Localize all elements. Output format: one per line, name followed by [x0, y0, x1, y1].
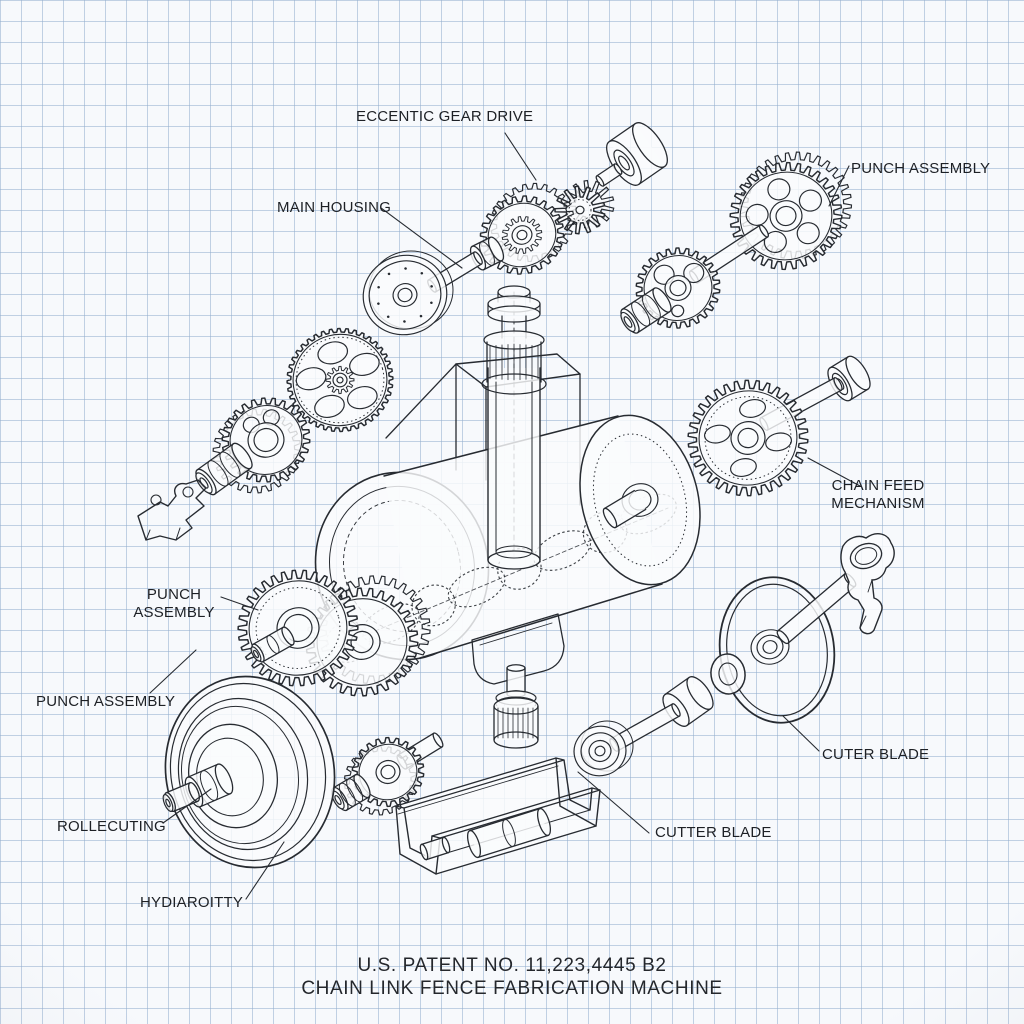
label-punch-mid-line2: ASSEMBLY	[133, 604, 215, 621]
label-main-housing: MAIN HOUSING	[277, 199, 392, 216]
channel-block	[419, 836, 451, 861]
large-holed-gear	[729, 151, 853, 271]
spoked-wheel	[286, 327, 394, 433]
helical-gear-pair	[212, 397, 311, 494]
pulley-shaft-cap	[162, 793, 174, 813]
stub-shaft	[595, 163, 623, 187]
chain-feed-gear-assembly	[687, 355, 871, 497]
flanged-disc	[362, 254, 448, 336]
label-chain-feed-line1: CHAIN FEED	[831, 477, 925, 494]
chain-feed-gear	[687, 379, 809, 497]
punch-assembly-gear-top-right	[620, 151, 853, 334]
label-punch-assembly-top-right: PUNCH ASSEMBLY	[851, 160, 991, 177]
top-shaft-stack	[481, 285, 547, 395]
label-hydraulic: HYDIAROITTY	[140, 894, 244, 911]
vertical-bore	[487, 291, 541, 570]
label-punch-assembly-mid-left: PUNCH ASSEMBLY	[126, 586, 222, 622]
bottom-gear-bearing	[331, 732, 444, 816]
label-cutter-blade-center: CUTTER BLADE	[655, 824, 772, 841]
ring-shaft	[776, 572, 857, 645]
lower-punch-stack	[471, 613, 565, 749]
cutter-channel	[395, 757, 601, 875]
patent-title-line: CHAIN LINK FENCE FABRICATION MACHINE	[301, 978, 723, 999]
clamp-bracket	[137, 479, 207, 541]
channel-roller	[466, 807, 552, 859]
eccentric-gear-drive-assembly	[362, 122, 668, 336]
label-cutter-blade-right: CUTER BLADE	[822, 746, 930, 763]
cutter-ring-assembly	[710, 532, 895, 724]
drum-end-disc	[579, 414, 701, 586]
label-punch-mid-line1: PUNCH	[146, 586, 202, 603]
label-punch-assembly-lower-left: PUNCH ASSEMBLY	[36, 693, 176, 710]
washer-bearing	[573, 725, 627, 777]
cutter-shaft-bearing	[573, 676, 714, 777]
label-roller-cutting: ROLLECUTING	[57, 818, 166, 835]
end-bearing	[827, 355, 871, 402]
front-hub-cap	[250, 646, 262, 662]
spiky-sprocket	[554, 179, 615, 235]
drum-front-gears	[237, 569, 431, 697]
patent-number-line: U.S. PATENT NO. 11,223,4445 B2	[357, 955, 667, 976]
hub-end-cap	[620, 311, 636, 333]
leader-lines	[149, 132, 861, 900]
label-eccentric-gear-drive: ECCENTIC GEAR DRIVE	[356, 108, 534, 125]
roller-pulley	[162, 675, 336, 869]
label-chain-feed-mechanism: CHAIN FEED MECHANISM	[818, 477, 938, 513]
disc-stub	[602, 489, 647, 529]
label-chain-feed-line2: MECHANISM	[831, 495, 925, 512]
lever-bracket	[840, 532, 895, 635]
left-gear-cluster	[137, 327, 394, 541]
